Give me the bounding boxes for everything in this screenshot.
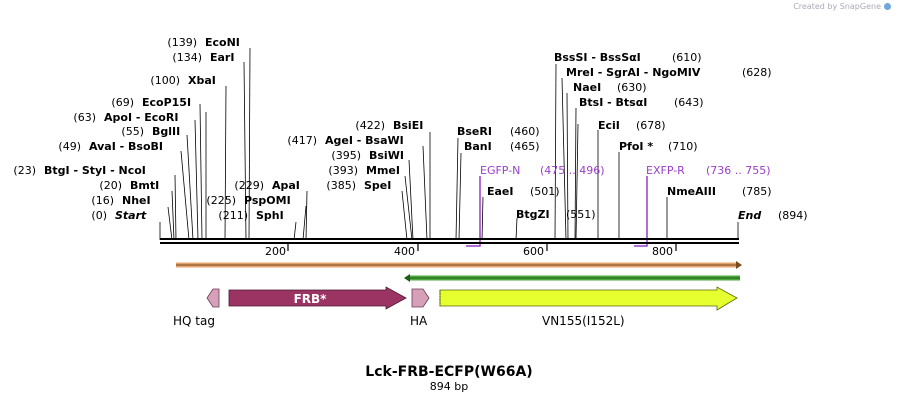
ruler-tick-label: 600 <box>523 245 544 258</box>
enzyme-name: BsiWI <box>369 149 404 162</box>
enzyme-pos: (134) <box>172 51 202 64</box>
enzyme-name: AvaI - BsoBI <box>89 140 163 153</box>
enzyme-pos: (211) <box>218 209 248 222</box>
feature-label-hq-tag: HQ tag <box>173 314 215 328</box>
enzyme-name: BglII <box>152 125 180 138</box>
feature-vn155-arrow <box>439 286 738 311</box>
enzyme-pos: (100) <box>150 74 180 87</box>
ruler-tick-label: 400 <box>394 245 415 258</box>
enzyme-name: SpeI <box>364 179 391 192</box>
snapgene-logo-icon <box>884 3 891 10</box>
enzyme-name: NaeI <box>573 81 601 94</box>
enzyme-pos: (385) <box>326 179 356 192</box>
feature-ha-arrow <box>411 288 430 308</box>
feature-label-frb: FRB* <box>294 292 328 306</box>
enzyme-name: BtgZI <box>516 208 550 221</box>
enzyme-name: PspOMI <box>244 194 291 207</box>
enzyme-pos: (894) <box>778 209 808 222</box>
enzyme-pos: (63) <box>73 111 96 124</box>
ruler-tick-label: 200 <box>265 245 286 258</box>
primer-range: (475 .. 496) <box>540 164 605 177</box>
enzyme-name: NmeAIII <box>667 185 716 198</box>
map-title: Lck-FRB-ECFP(W66A) <box>365 364 532 380</box>
enzyme-name: MreI - SgrAI - NgoMIV <box>566 66 701 79</box>
enzyme-pos: (139) <box>167 36 197 49</box>
enzyme-name: EarI <box>210 51 234 64</box>
enzyme-name: BtsI - BtsαI <box>579 96 647 109</box>
enzyme-pos: (229) <box>234 179 264 192</box>
snapgene-watermark: Created by SnapGene <box>793 2 891 11</box>
feature-hq-tag-arrow <box>206 288 220 308</box>
enzyme-pos: (785) <box>742 185 772 198</box>
enzyme-name: ApoI - EcoRI <box>104 111 178 124</box>
enzyme-pos: (49) <box>58 140 81 153</box>
enzyme-pos: (16) <box>91 194 114 207</box>
enzyme-labels: (139) EcoNI (134) EarI (100) XbaI (69) E… <box>13 36 807 222</box>
orf-arrow-green <box>404 274 740 282</box>
enzyme-name: BssSI - BssSαI <box>554 51 641 64</box>
enzyme-pos: (393) <box>328 164 358 177</box>
feature-frb-arrow <box>228 286 407 310</box>
enzyme-pos: (643) <box>674 96 704 109</box>
enzyme-pos: (551) <box>566 208 596 221</box>
enzyme-name: BtgI - StyI - NcoI <box>44 164 146 177</box>
enzyme-pos: (465) <box>510 140 540 153</box>
enzyme-pos: (422) <box>355 119 385 132</box>
primer-marker-exfp-r <box>634 176 648 247</box>
enzyme-name: EcoP15I <box>142 96 191 109</box>
primer-label: EGFP-N <box>480 164 520 177</box>
enzyme-name: MmeI <box>366 164 400 177</box>
orf-arrow-orange <box>176 261 742 269</box>
enzyme-pos: (55) <box>121 125 144 138</box>
enzyme-pos: (630) <box>617 81 647 94</box>
enzyme-name: NheI <box>122 194 151 207</box>
enzyme-name: AgeI - BsaWI <box>325 134 404 147</box>
map-end-label: End <box>738 209 761 222</box>
enzyme-leader-lines <box>159 47 739 241</box>
enzyme-name: EcoNI <box>205 36 240 49</box>
enzyme-pos: (20) <box>99 179 122 192</box>
enzyme-pos: (628) <box>742 66 772 79</box>
enzyme-name: ApaI <box>272 179 300 192</box>
enzyme-name: BmtI <box>130 179 159 192</box>
enzyme-pos: (710) <box>668 140 698 153</box>
ruler-tick-label: 800 <box>652 245 673 258</box>
watermark-text: Created by SnapGene <box>793 2 881 11</box>
primer-marker-egfp-n <box>466 176 481 247</box>
enzyme-pos: (678) <box>636 119 666 132</box>
primer-markers <box>466 176 648 247</box>
enzyme-name: BsiEI <box>393 119 423 132</box>
enzyme-pos: (501) <box>530 185 560 198</box>
enzyme-name: BanI <box>464 140 492 153</box>
enzyme-pos: (395) <box>331 149 361 162</box>
enzyme-pos: (23) <box>13 164 36 177</box>
enzyme-name: PfoI * <box>619 140 653 153</box>
enzyme-name: EaeI <box>487 185 514 198</box>
feature-label-ha: HA <box>410 314 428 328</box>
enzyme-name: BseRI <box>457 125 492 138</box>
primer-label: EXFP-R <box>646 164 685 177</box>
enzyme-pos: (460) <box>510 125 540 138</box>
map-length: 894 bp <box>430 380 468 393</box>
enzyme-name: EciI <box>598 119 620 132</box>
map-start-label: Start <box>115 209 147 222</box>
enzyme-name: XbaI <box>188 74 216 87</box>
enzyme-pos: (417) <box>287 134 317 147</box>
enzyme-name: SphI <box>256 209 284 222</box>
enzyme-pos: (0) <box>91 209 107 222</box>
enzyme-pos: (69) <box>111 96 134 109</box>
ruler-tick-marks <box>287 243 677 251</box>
enzyme-pos: (610) <box>672 51 702 64</box>
enzyme-pos: (225) <box>206 194 236 207</box>
primer-range: (736 .. 755) <box>706 164 771 177</box>
feature-label-vn155: VN155(I152L) <box>542 314 625 328</box>
